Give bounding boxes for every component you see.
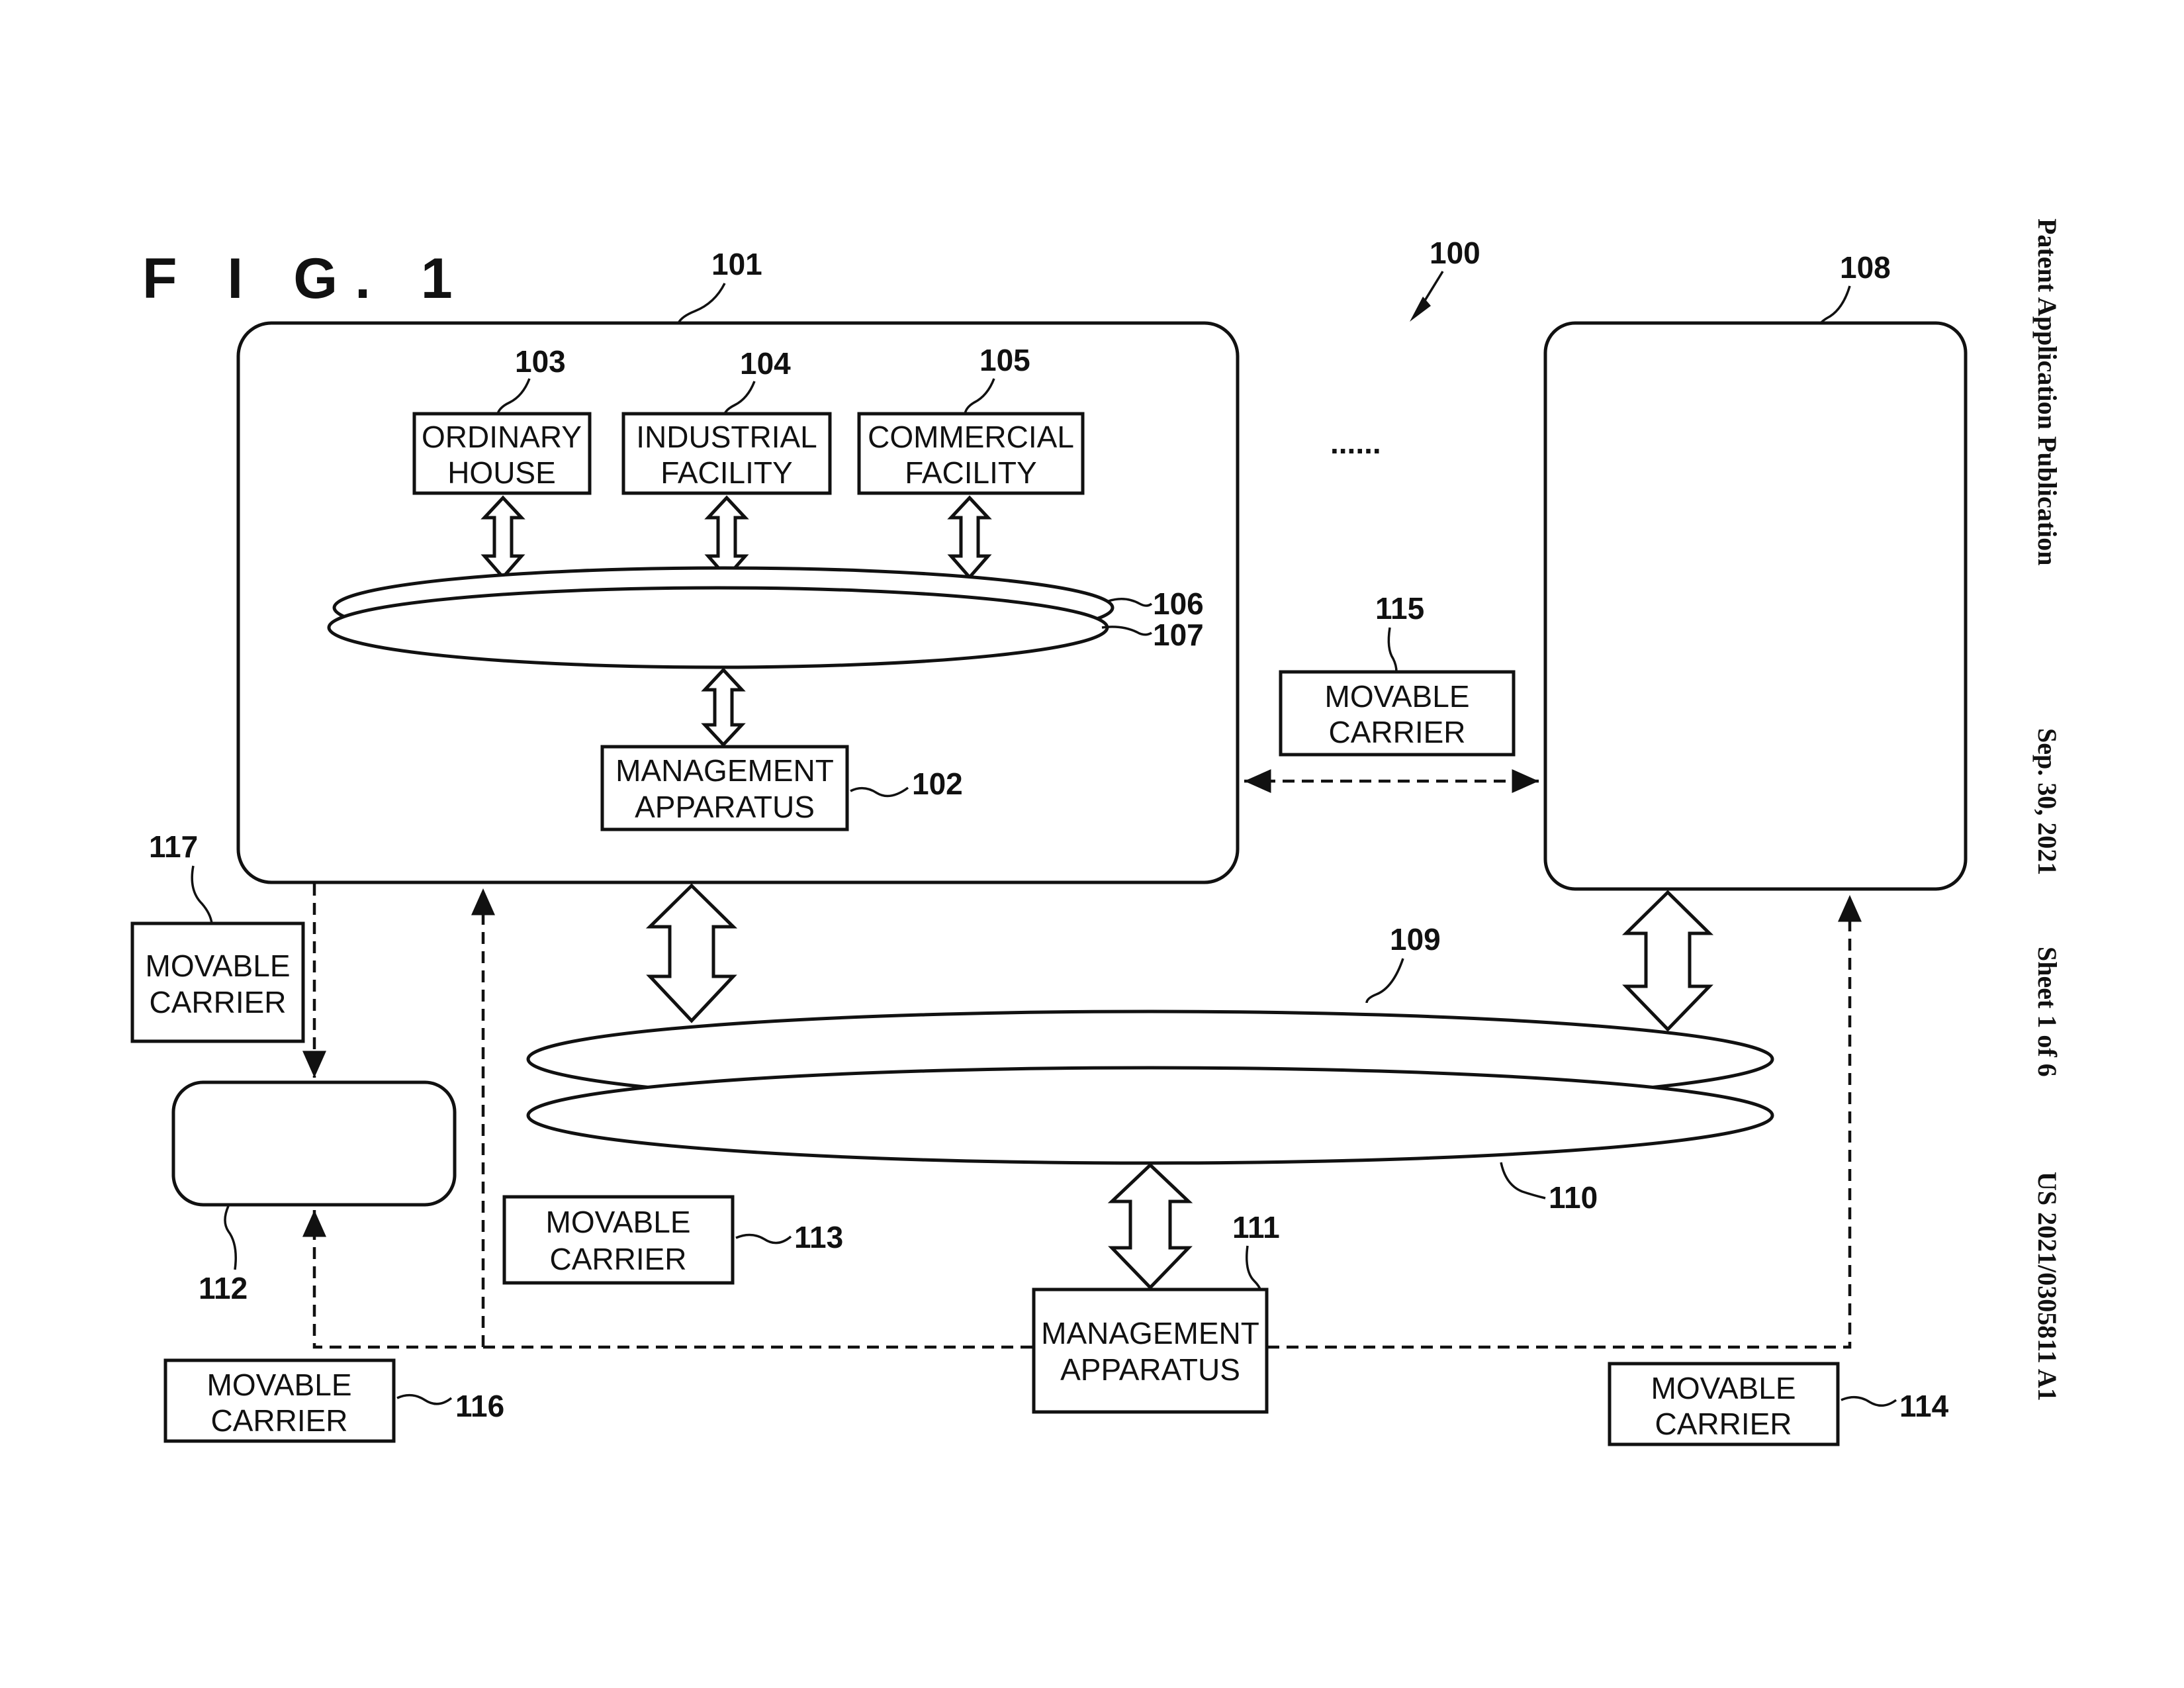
carrier-113-label-1: MOVABLE bbox=[546, 1205, 691, 1239]
ref-101-leader bbox=[678, 283, 725, 323]
region-108-wide-network-link bbox=[1626, 892, 1709, 1029]
ref-110: 110 bbox=[1549, 1180, 1598, 1215]
wide-network-110-ellipse bbox=[528, 1068, 1772, 1163]
carrier-117-label-1: MOVABLE bbox=[146, 949, 291, 983]
ref-117-leader bbox=[192, 866, 212, 923]
industrial-facility-label-1: INDUSTRIAL bbox=[636, 420, 817, 454]
node-112-box bbox=[173, 1082, 455, 1205]
carrier-115-label-2: CARRIER bbox=[1328, 715, 1465, 749]
carrier-113-label-2: CARRIER bbox=[549, 1242, 686, 1276]
ref-116-leader bbox=[397, 1395, 451, 1404]
carrier-116-label-2: CARRIER bbox=[210, 1403, 347, 1438]
industrial-facility-label-2: FACILITY bbox=[660, 455, 792, 490]
management-102-label-2: APPARATUS bbox=[635, 790, 815, 824]
region-ellipsis: ...... bbox=[1330, 426, 1381, 460]
ref-114-leader bbox=[1841, 1397, 1896, 1406]
management-111-label-1: MANAGEMENT bbox=[1041, 1316, 1259, 1350]
ref-115-leader bbox=[1388, 628, 1396, 672]
commercial-facility-label-2: FACILITY bbox=[905, 455, 1036, 490]
ref-108: 108 bbox=[1840, 250, 1891, 285]
ref-100: 100 bbox=[1430, 236, 1480, 270]
ref-106: 106 bbox=[1153, 586, 1204, 621]
ordinary-house-label-2: HOUSE bbox=[447, 455, 556, 490]
publication-header: Patent Application Publication Sep. 30, … bbox=[2032, 218, 2062, 1401]
management-111-box bbox=[1034, 1289, 1267, 1412]
ref-107: 107 bbox=[1153, 618, 1204, 652]
ref-112-leader bbox=[225, 1206, 236, 1270]
region-101-wide-network-link bbox=[650, 886, 733, 1021]
carrier-116-label-1: MOVABLE bbox=[207, 1368, 352, 1402]
ref-117: 117 bbox=[149, 829, 198, 864]
ref-112: 112 bbox=[199, 1271, 248, 1305]
movable-carrier-114: MOVABLE CARRIER 114 bbox=[1610, 1364, 1949, 1444]
ordinary-house-label-1: ORDINARY bbox=[422, 420, 582, 454]
movable-carrier-116: MOVABLE CARRIER 116 bbox=[165, 1360, 504, 1441]
ref-100-arrowhead bbox=[1410, 297, 1431, 322]
commercial-facility-label-1: COMMERCIAL bbox=[868, 420, 1074, 454]
ref-105: 105 bbox=[979, 343, 1030, 377]
movable-carrier-115: MOVABLE CARRIER 115 bbox=[1281, 591, 1514, 755]
ref-108-leader bbox=[1820, 286, 1850, 324]
patent-number: US 2021/0305811 A1 bbox=[2032, 1172, 2062, 1401]
ref-109-leader bbox=[1367, 959, 1403, 1003]
movable-carrier-113: MOVABLE CARRIER 113 bbox=[504, 1197, 843, 1283]
carrier-114-label-2: CARRIER bbox=[1655, 1407, 1792, 1441]
sheet-number: Sheet 1 of 6 bbox=[2032, 947, 2062, 1077]
ref-104: 104 bbox=[740, 346, 791, 381]
ref-111: 111 bbox=[1232, 1210, 1280, 1244]
ref-115: 115 bbox=[1375, 591, 1424, 626]
carrier-114-label-1: MOVABLE bbox=[1651, 1371, 1796, 1405]
ref-116: 116 bbox=[455, 1389, 504, 1423]
ref-113: 113 bbox=[794, 1220, 843, 1254]
publication-date: Sep. 30, 2021 bbox=[2032, 728, 2062, 875]
wide-network-management-111-link bbox=[1112, 1165, 1189, 1288]
publication-type: Patent Application Publication bbox=[2032, 218, 2062, 566]
local-network-107-ellipse bbox=[329, 588, 1107, 667]
region-108-box bbox=[1545, 323, 1966, 889]
ref-102: 102 bbox=[912, 767, 963, 801]
ref-111-leader bbox=[1247, 1246, 1261, 1291]
carrier-115-label-1: MOVABLE bbox=[1325, 679, 1470, 714]
ref-110-leader bbox=[1501, 1162, 1545, 1198]
ref-101: 101 bbox=[711, 247, 762, 281]
management-111-label-2: APPARATUS bbox=[1060, 1352, 1240, 1387]
ref-103: 103 bbox=[515, 344, 566, 379]
management-102-label-1: MANAGEMENT bbox=[615, 753, 834, 788]
figure-title: F I G. 1 bbox=[142, 247, 470, 310]
ref-109: 109 bbox=[1390, 922, 1441, 957]
ref-113-leader bbox=[736, 1235, 791, 1243]
carrier-117-label-2: CARRIER bbox=[149, 985, 286, 1019]
ref-114: 114 bbox=[1899, 1389, 1949, 1423]
